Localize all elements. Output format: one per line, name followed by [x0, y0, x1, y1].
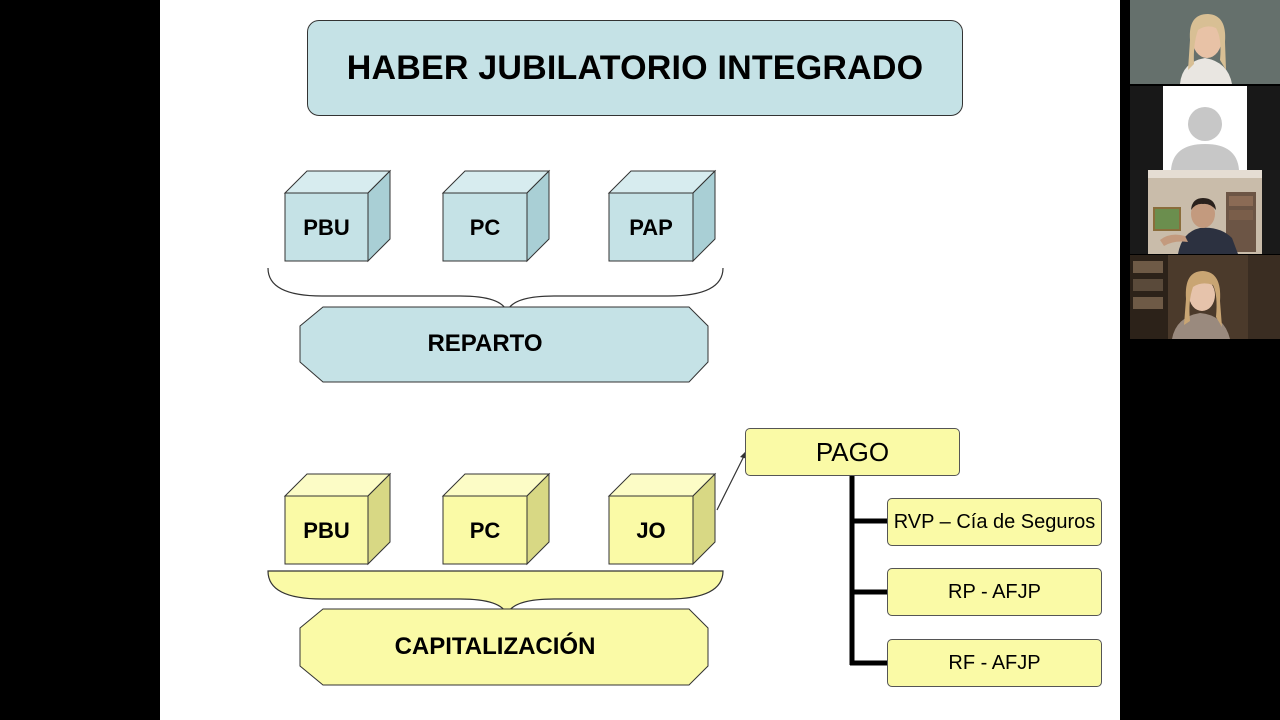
reparto-label: REPARTO	[427, 330, 543, 357]
pago-option-label: RP - AFJP	[948, 580, 1041, 603]
cube-jo-capitalizacion	[607, 472, 717, 566]
capitalizacion-pill	[299, 608, 709, 686]
brace-reparto	[267, 267, 724, 315]
user-avatar-icon	[1163, 86, 1247, 170]
cube-label-pbu-reparto: PBU	[303, 215, 350, 240]
pago-option-label: RF - AFJP	[948, 651, 1041, 674]
pago-option-rf: RF - AFJP	[887, 639, 1102, 687]
cube-label-jo-capitalizacion: JO	[636, 518, 666, 543]
cube-pap-reparto	[607, 169, 717, 263]
participant-video	[1130, 0, 1280, 84]
cube-label-pbu-capitalizacion: PBU	[303, 518, 350, 543]
title-box: HABER JUBILATORIO INTEGRADO	[307, 20, 963, 116]
cube-label-pc-capitalizacion: PC	[469, 518, 501, 543]
cube-pc-capitalizacion	[441, 472, 551, 566]
slide-title: HABER JUBILATORIO INTEGRADO	[346, 48, 924, 87]
brace-capitalizacion	[267, 570, 724, 618]
participant-video	[1148, 170, 1262, 254]
pago-option-rp: RP - AFJP	[887, 568, 1102, 616]
pago-option-rvp: RVP – Cía de Seguros	[887, 498, 1102, 546]
participant-video-tile[interactable]	[1130, 255, 1280, 339]
capitalizacion-label: CAPITALIZACIÓN	[394, 633, 596, 660]
pago-tree-connector	[849, 476, 887, 666]
diagram-graphics	[267, 169, 887, 686]
cube-label-pc-reparto: PC	[469, 215, 501, 240]
pago-option-label: RVP – Cía de Seguros	[893, 510, 1096, 533]
reparto-pill	[299, 306, 709, 383]
cube-pbu-reparto	[283, 169, 392, 263]
cube-pbu-capitalizacion	[283, 472, 392, 566]
participant-video-tile[interactable]	[1130, 0, 1280, 84]
cube-label-pap-reparto: PAP	[629, 215, 673, 240]
video-participant-panel	[1130, 0, 1280, 720]
arrow-jo-to-pago	[716, 455, 745, 511]
participant-placeholder-tile[interactable]	[1130, 86, 1280, 170]
pago-label: PAGO	[815, 436, 890, 467]
cube-pc-reparto	[441, 169, 551, 263]
pago-box: PAGO	[745, 428, 960, 476]
participant-video-tile[interactable]	[1130, 170, 1280, 254]
participant-video	[1130, 255, 1280, 339]
presentation-slide: HABER JUBILATORIO INTEGRADO PBU PC PAP R…	[160, 0, 1120, 720]
